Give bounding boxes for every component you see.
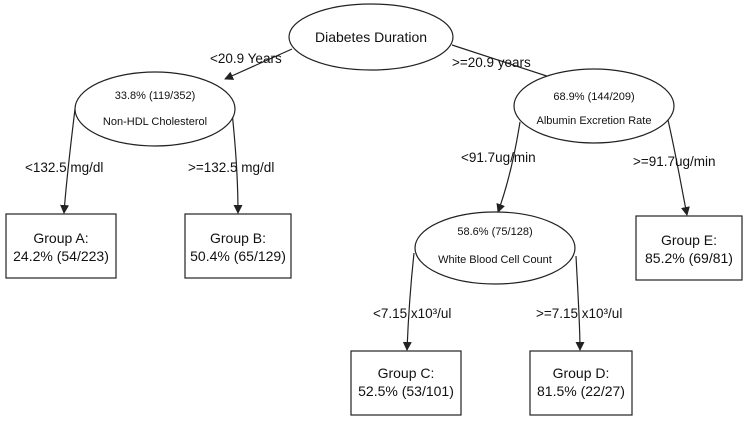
cholesterol-right-edge-label: >=132.5 mg/dl (188, 160, 274, 175)
group-c-value: 52.5% (53/101) (358, 383, 454, 399)
edge-cholesterol-to-group-b (231, 111, 243, 214)
wbc-right-edge-label: >=7.15 x10³/ul (536, 306, 622, 321)
edge-wbc-to-group-d (575, 255, 585, 351)
edge-cholesterol-to-group-a (60, 108, 76, 214)
albumin-label: Albumin Excretion Rate (537, 115, 652, 127)
group-d-value: 81.5% (22/27) (537, 383, 625, 399)
albumin-stat: 68.9% (144/209) (553, 91, 634, 103)
group-d-box: Group D: 81.5% (22/27) (529, 350, 633, 416)
group-e-box: Group E: 85.2% (69/81) (635, 215, 743, 281)
albumin-node: 68.9% (144/209) Albumin Excretion Rate (513, 68, 675, 144)
root-node: Diabetes Duration (288, 3, 454, 71)
group-b-title: Group B: (210, 230, 266, 246)
wbc-label: White Blood Cell Count (438, 254, 552, 266)
edge-wbc-to-group-c (402, 252, 415, 351)
root-left-edge-label: <20.9 Years (210, 51, 282, 66)
group-e-title: Group E: (661, 232, 717, 248)
wbc-stat: 58.6% (75/128) (457, 226, 532, 238)
group-d-title: Group D: (553, 365, 610, 381)
group-b-box: Group B: 50.4% (65/129) (184, 213, 292, 279)
cholesterol-left-edge-label: <132.5 mg/dl (25, 160, 103, 175)
edge-root-to-cholesterol (224, 48, 293, 80)
albumin-right-edge-label: >=91.7ug/min (633, 154, 716, 169)
cholesterol-stat: 33.8% (119/352) (115, 90, 196, 102)
group-a-value: 24.2% (54/223) (13, 248, 109, 264)
group-c-box: Group C: 52.5% (53/101) (350, 350, 462, 416)
group-e-value: 85.2% (69/81) (645, 250, 733, 266)
albumin-left-edge-label: <91.7ug/min (461, 150, 536, 165)
edge-albumin-to-wbc (496, 121, 521, 213)
root-label: Diabetes Duration (315, 29, 427, 45)
edge-albumin-to-group-e (667, 119, 690, 216)
group-a-box: Group A: 24.2% (54/223) (5, 213, 117, 279)
wbc-node: 58.6% (75/128) White Blood Cell Count (414, 211, 576, 285)
cholesterol-node: 33.8% (119/352) Non-HDL Cholesterol (74, 71, 236, 147)
wbc-left-edge-label: <7.15 x10³/ul (373, 306, 451, 321)
root-right-edge-label: >=20.9 years (452, 55, 531, 70)
group-a-title: Group A: (33, 230, 88, 246)
group-c-title: Group C: (378, 365, 435, 381)
cholesterol-label: Non-HDL Cholesterol (103, 116, 207, 128)
group-b-value: 50.4% (65/129) (190, 248, 286, 264)
edge-root-to-albumin (451, 44, 563, 83)
